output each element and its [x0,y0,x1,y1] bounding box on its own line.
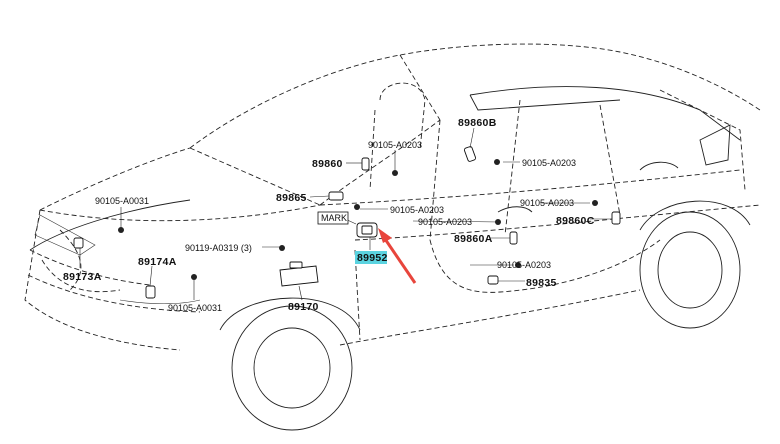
label-bolt-1: 90105-A0203 [368,140,422,150]
label-89865: 89865 [276,192,307,204]
mark-label: MARK [321,213,347,223]
part-89174A [145,285,156,299]
label-89173A: 89173A [63,271,102,283]
label-89174A: 89174A [138,256,177,268]
part-89170 [279,261,319,287]
highlight-arrow-icon [378,228,417,284]
bolt-icon [118,159,598,280]
label-89860A: 89860A [454,233,493,245]
highlight-box [355,251,387,264]
label-bolt-9: 90119-A0319 (3) [185,243,252,253]
part-89835 [487,275,499,285]
label-89170: 89170 [288,301,319,313]
label-bolt-6: 90105-A0203 [497,260,551,270]
label-89860B: 89860B [458,117,497,129]
label-bolt-7: 90105-A0031 [95,196,149,206]
label-89860: 89860 [312,158,343,170]
part-89860 [361,157,370,171]
part-89860C [611,211,621,225]
label-bolt-8: 90105-A0031 [168,303,222,313]
part-89860B [463,146,477,162]
part-89860A [509,231,518,245]
label-bolt-5: 90105-A0203 [520,198,574,208]
part-89173A [73,237,84,249]
part-89865 [328,191,344,201]
label-89835: 89835 [526,277,557,289]
label-89860C: 89860C [556,215,595,227]
mark-box [317,211,349,225]
label-89952: 89952 [357,252,388,264]
label-bolt-2: 90105-A0203 [522,158,576,168]
label-bolt-4: 90105-A0203 [418,217,472,227]
part-89952 [356,222,378,238]
label-bolt-3: 90105-A0203 [390,205,444,215]
